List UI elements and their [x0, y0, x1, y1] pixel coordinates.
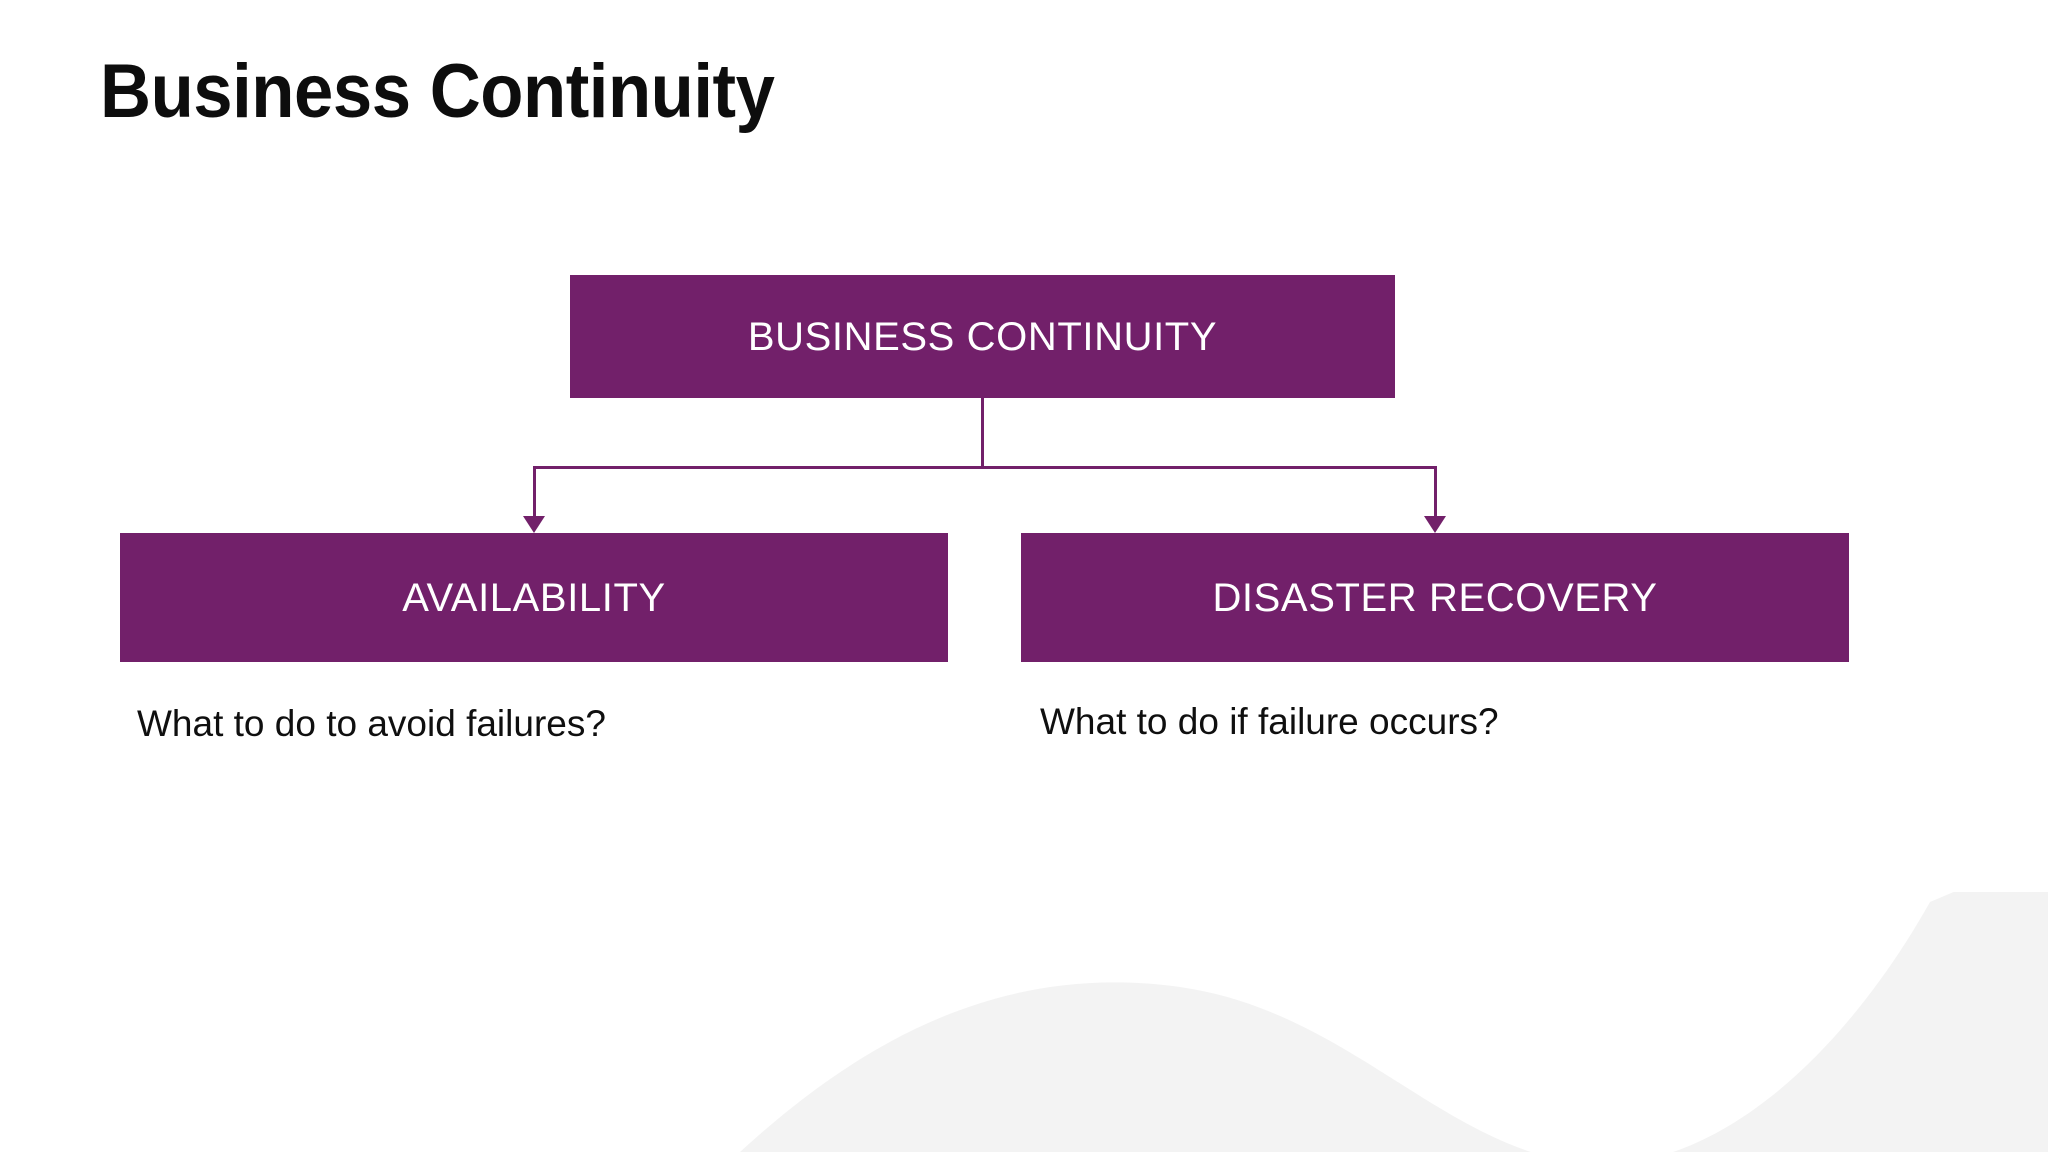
node-availability-label: AVAILABILITY	[402, 575, 666, 620]
node-disaster-recovery[interactable]: DISASTER RECOVERY	[1021, 533, 1849, 662]
node-business-continuity[interactable]: BUSINESS CONTINUITY	[570, 275, 1395, 398]
node-availability[interactable]: AVAILABILITY	[120, 533, 948, 662]
caption-availability: What to do to avoid failures?	[137, 703, 606, 744]
node-business-continuity-label: BUSINESS CONTINUITY	[747, 314, 1218, 359]
caption-disaster-recovery: What to do if failure occurs?	[1040, 701, 1499, 742]
node-disaster-recovery-label: DISASTER RECOVERY	[1212, 575, 1658, 620]
page-title: Business Continuity	[100, 49, 775, 134]
